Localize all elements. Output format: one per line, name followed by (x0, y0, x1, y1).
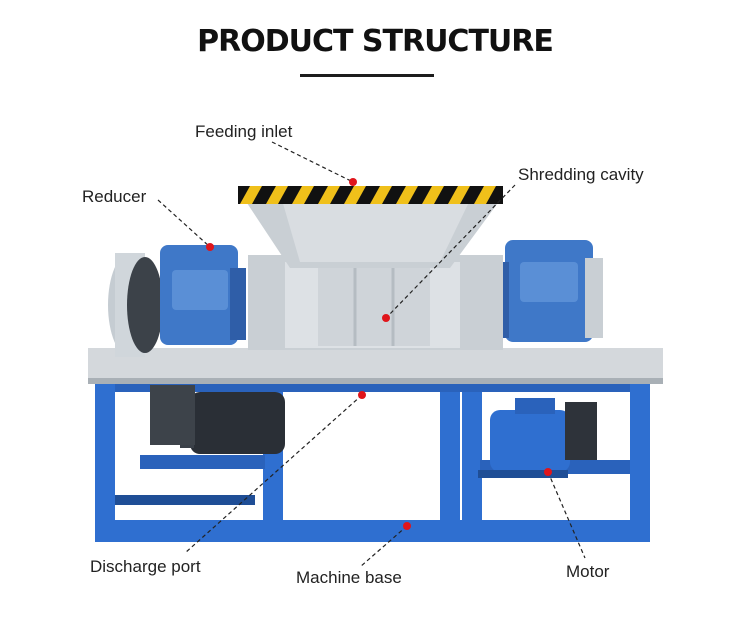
right-motor (478, 398, 597, 478)
dot-feeding-inlet (349, 178, 357, 186)
dot-shredding-cavity (382, 314, 390, 322)
dot-machine-base (403, 522, 411, 530)
left-motor (150, 385, 285, 454)
title-underline (300, 74, 434, 77)
pointer-shredding-cavity (385, 184, 516, 319)
label-shredding-cavity: Shredding cavity (518, 165, 644, 184)
pointer-reducer (157, 199, 211, 248)
pointer-discharge-port (184, 394, 363, 554)
shredding-box (248, 255, 503, 350)
right-reducer (495, 240, 603, 342)
label-discharge-port: Discharge port (90, 557, 201, 576)
feeding-hopper (238, 186, 503, 268)
label-reducer: Reducer (82, 187, 147, 206)
pointer-machine-base (359, 525, 408, 568)
label-feeding-inlet: Feeding inlet (195, 122, 293, 141)
dot-reducer (206, 243, 214, 251)
label-machine-base: Machine base (296, 568, 402, 587)
page-title: PRODUCT STRUCTURE (197, 24, 554, 59)
dot-motor (544, 468, 552, 476)
pointer-lines (157, 141, 586, 568)
pointer-motor (547, 471, 586, 559)
pointer-dots (206, 178, 552, 530)
dot-discharge-port (358, 391, 366, 399)
pointer-feeding-inlet (271, 141, 354, 183)
label-motor: Motor (566, 562, 610, 581)
left-reducer (108, 245, 246, 357)
top-plate (88, 348, 663, 384)
